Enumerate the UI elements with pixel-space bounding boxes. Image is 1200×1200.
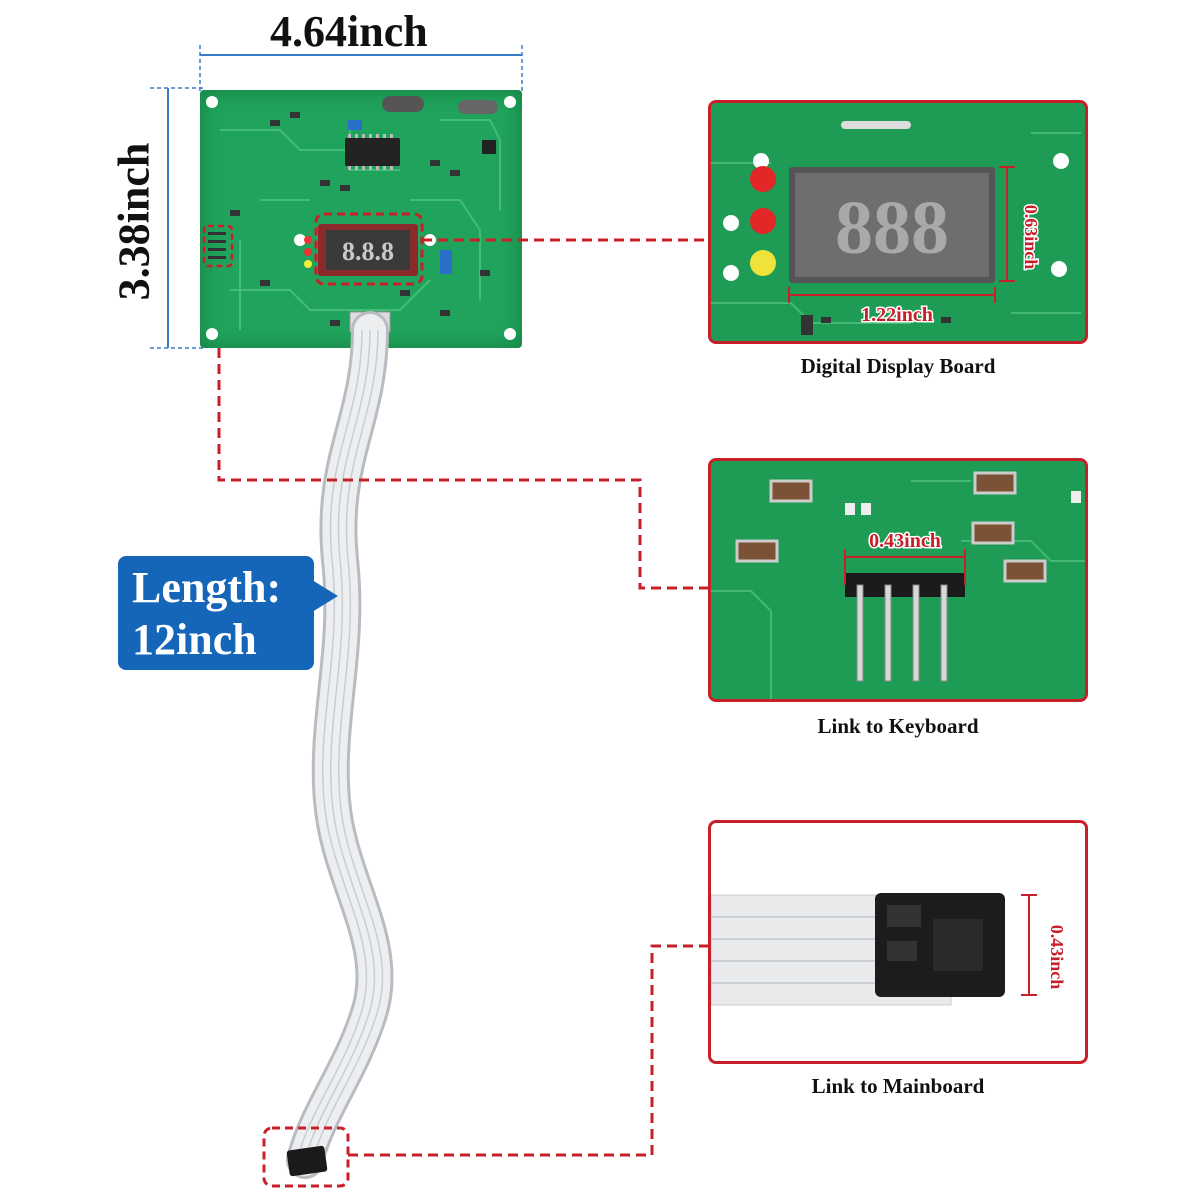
display-width-measure: 1.22inch bbox=[861, 304, 933, 326]
width-dimension-label: 4.64inch bbox=[270, 7, 428, 56]
mainboard-connector-measure: 0.43inch bbox=[1047, 925, 1067, 990]
length-callout bbox=[118, 556, 314, 670]
keyboard-header-measure: 0.43inch bbox=[869, 530, 941, 552]
length-callout-pointer bbox=[312, 580, 338, 612]
caption-display-board: Digital Display Board bbox=[800, 354, 996, 378]
caption-mainboard-link: Link to Mainboard bbox=[811, 1074, 985, 1098]
panel-keyboard-link: 0.43inch bbox=[708, 458, 1088, 702]
length-callout-line2: 12inch bbox=[132, 615, 257, 664]
display-height-measure: 0.63inch bbox=[1021, 205, 1041, 270]
keyboard-header-closeup: 0.43inch bbox=[711, 471, 1085, 699]
pcb-traces: 8.8.8 bbox=[202, 96, 516, 340]
svg-text:8.8.8: 8.8.8 bbox=[342, 237, 394, 266]
length-callout-line1: Length: bbox=[132, 563, 282, 612]
display-board-closeup: 888 0.63inch 1.22inch bbox=[711, 121, 1081, 335]
panel-display-board: 888 0.63inch 1.22inch bbox=[708, 100, 1088, 344]
seven-segment-digits: 888 bbox=[835, 186, 949, 270]
caption-keyboard-link: Link to Keyboard bbox=[817, 714, 979, 738]
pcb-board: 8.8.8 bbox=[200, 90, 522, 348]
panel-mainboard-link: 0.43inch bbox=[708, 820, 1088, 1064]
mainboard-connector-closeup: 0.43inch bbox=[711, 893, 1069, 1006]
